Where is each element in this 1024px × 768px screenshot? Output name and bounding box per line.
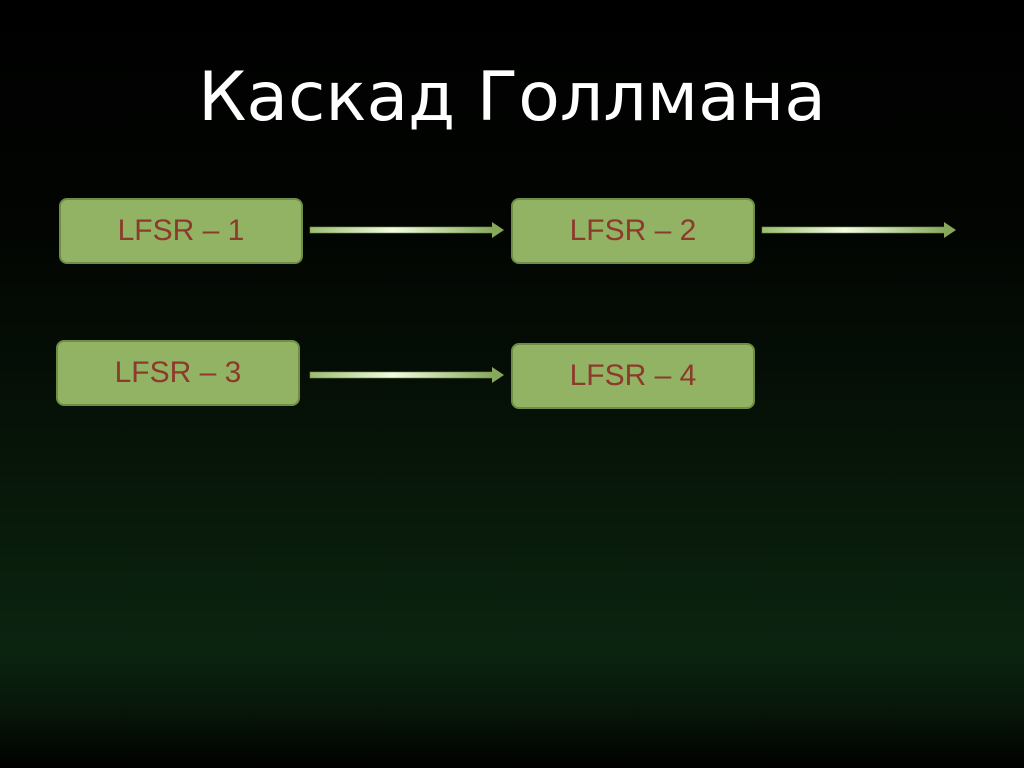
- lfsr-1-box: LFSR – 1: [59, 198, 303, 264]
- lfsr-3-box: LFSR – 3: [56, 340, 300, 406]
- lfsr-2-label: LFSR – 2: [569, 214, 697, 247]
- lfsr-1-label: LFSR – 1: [117, 214, 245, 247]
- lfsr-3-label: LFSR – 3: [114, 356, 242, 389]
- arrow-3-to-4: [309, 367, 504, 383]
- arrow-2-to-output: [761, 222, 956, 238]
- lfsr-4-label: LFSR – 4: [569, 359, 697, 392]
- arrow-1-to-2: [309, 222, 504, 238]
- lfsr-2-box: LFSR – 2: [511, 198, 755, 264]
- slide-title: Каскад Голлмана: [198, 58, 826, 137]
- lfsr-4-box: LFSR – 4: [511, 343, 755, 409]
